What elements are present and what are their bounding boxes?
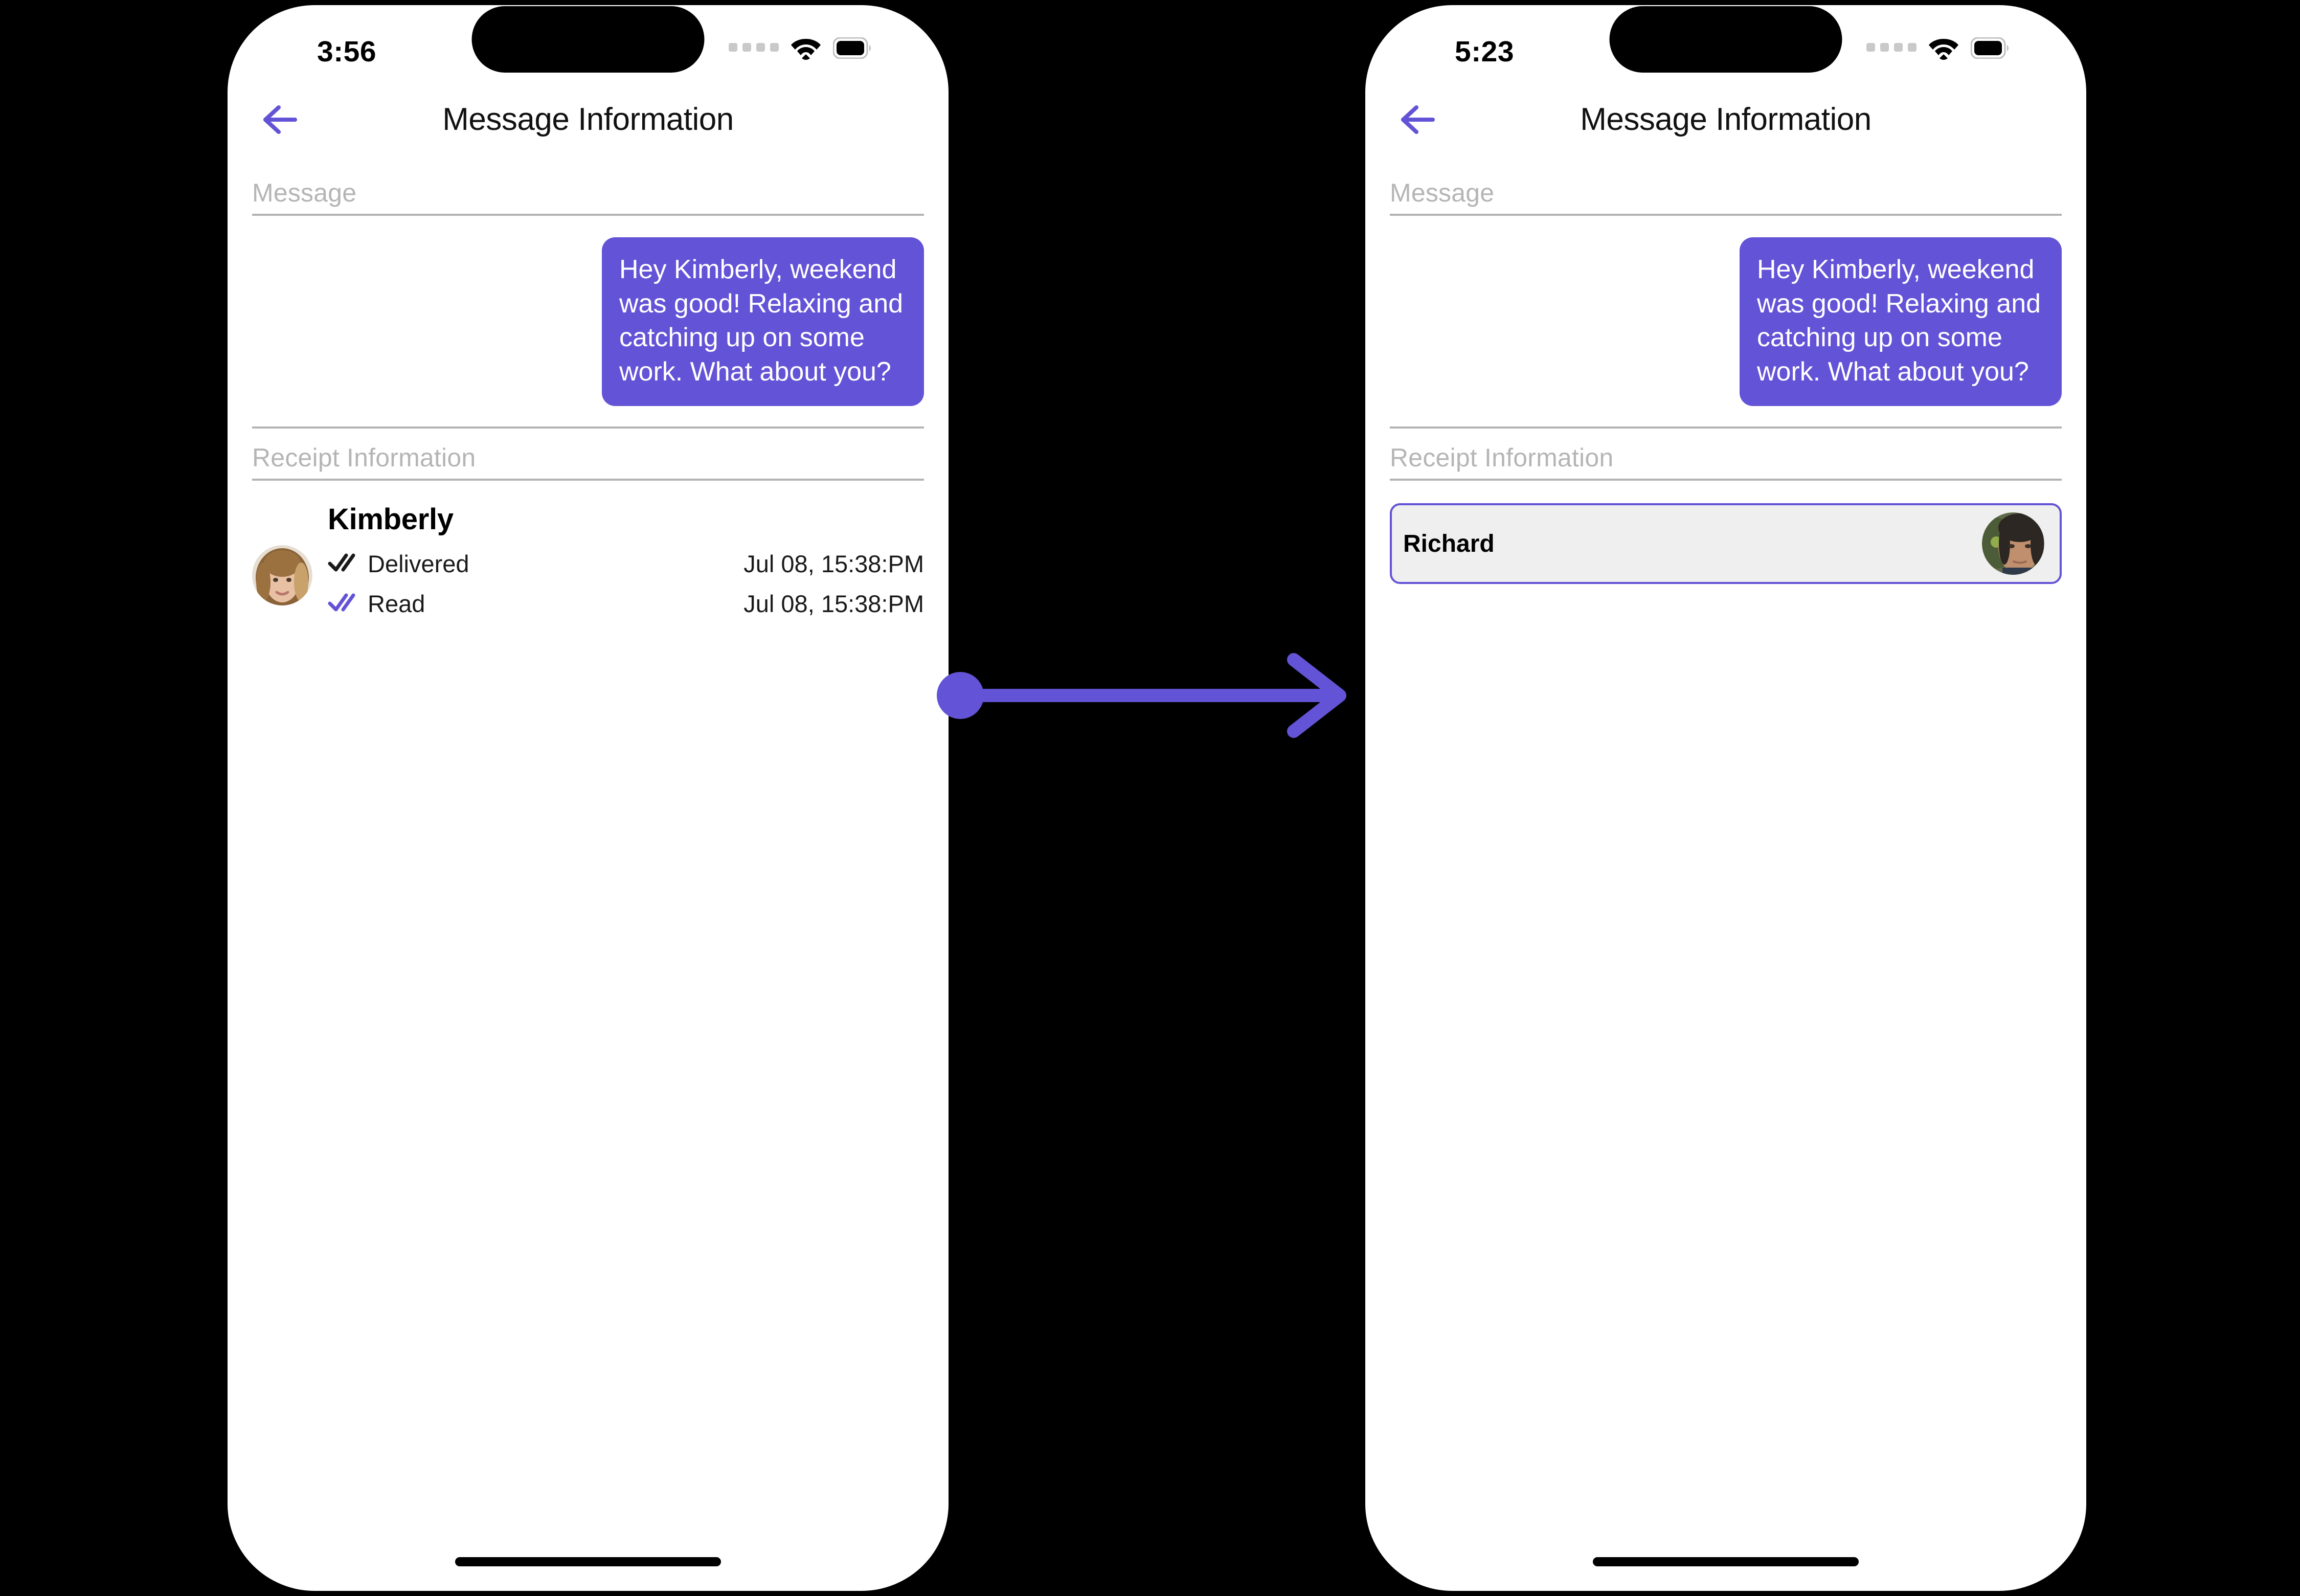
receipt-details: Kimberly Delivered Jul 08, 15:38:PM xyxy=(328,502,924,623)
section-divider xyxy=(1390,426,2062,429)
richard-avatar xyxy=(1982,512,2044,575)
phone-screen-after: 5:23 Message Information xyxy=(1365,5,2086,1591)
battery-icon xyxy=(1971,37,2009,59)
dynamic-island xyxy=(1609,6,1842,73)
receipt-timestamp: Jul 08, 15:38:PM xyxy=(743,550,924,577)
wifi-icon xyxy=(1929,39,1958,60)
screen-content: Message Hey Kimberly, weekend was good! … xyxy=(1365,164,2086,585)
page-title: Message Information xyxy=(1580,102,1871,137)
receipt-timestamp: Jul 08, 15:38:PM xyxy=(743,590,924,617)
back-button[interactable] xyxy=(259,100,302,142)
section-divider xyxy=(1390,479,2062,481)
status-bar: 5:23 xyxy=(1365,5,2086,82)
recipient-card-richard[interactable]: Richard xyxy=(1390,503,2062,585)
cellular-signal-icon xyxy=(1866,42,1916,52)
nav-bar: Message Information xyxy=(228,82,949,164)
home-indicator xyxy=(1593,1557,1859,1566)
receipt-status-label: Read xyxy=(368,590,425,617)
section-divider xyxy=(252,426,924,429)
receipt-entry: Kimberly Delivered Jul 08, 15:38:PM xyxy=(252,481,924,623)
flow-connector-arrow xyxy=(936,649,1370,741)
arrow-left-icon xyxy=(1401,105,1435,134)
battery-icon xyxy=(833,37,871,59)
page-title: Message Information xyxy=(442,102,734,137)
arrow-left-icon xyxy=(263,105,297,134)
message-bubble-row: Hey Kimberly, weekend was good! Relaxing… xyxy=(1390,216,2062,426)
status-time: 3:56 xyxy=(317,35,377,68)
cellular-signal-icon xyxy=(729,42,779,52)
kimberly-avatar xyxy=(252,545,312,606)
double-check-icon xyxy=(328,552,359,575)
message-bubble[interactable]: Hey Kimberly, weekend was good! Relaxing… xyxy=(1740,237,2062,407)
message-section-label: Message xyxy=(1390,178,1495,207)
receipt-row: Read Jul 08, 15:38:PM xyxy=(328,583,924,623)
section-divider xyxy=(252,214,924,216)
receipt-section-label: Receipt Information xyxy=(1390,443,1614,473)
arrow-right-icon xyxy=(937,653,1346,738)
message-section-label: Message xyxy=(252,178,357,207)
back-button[interactable] xyxy=(1397,100,1440,142)
message-bubble-row: Hey Kimberly, weekend was good! Relaxing… xyxy=(252,216,924,426)
avatar-image xyxy=(1982,512,2044,575)
section-divider xyxy=(252,479,924,481)
section-divider xyxy=(1390,214,2062,216)
avatar-image xyxy=(252,545,312,606)
dynamic-island xyxy=(471,6,705,73)
message-bubble[interactable]: Hey Kimberly, weekend was good! Relaxing… xyxy=(602,237,924,407)
status-indicators xyxy=(729,36,872,60)
receipt-section-label: Receipt Information xyxy=(252,443,476,473)
status-time: 5:23 xyxy=(1455,35,1515,68)
nav-bar: Message Information xyxy=(1365,82,2086,164)
wifi-icon xyxy=(791,39,821,60)
screen-content: Message Hey Kimberly, weekend was good! … xyxy=(228,164,949,623)
receipt-row: Delivered Jul 08, 15:38:PM xyxy=(328,544,924,583)
double-check-icon xyxy=(328,592,359,615)
receipt-name: Kimberly xyxy=(328,503,454,536)
receipt-status-label: Delivered xyxy=(368,550,469,577)
home-indicator xyxy=(455,1557,721,1566)
status-indicators xyxy=(1866,36,2010,60)
recipient-name: Richard xyxy=(1403,530,1495,557)
status-bar: 3:56 xyxy=(228,5,949,82)
phone-screen-before: 3:56 Message Information xyxy=(228,5,949,1591)
